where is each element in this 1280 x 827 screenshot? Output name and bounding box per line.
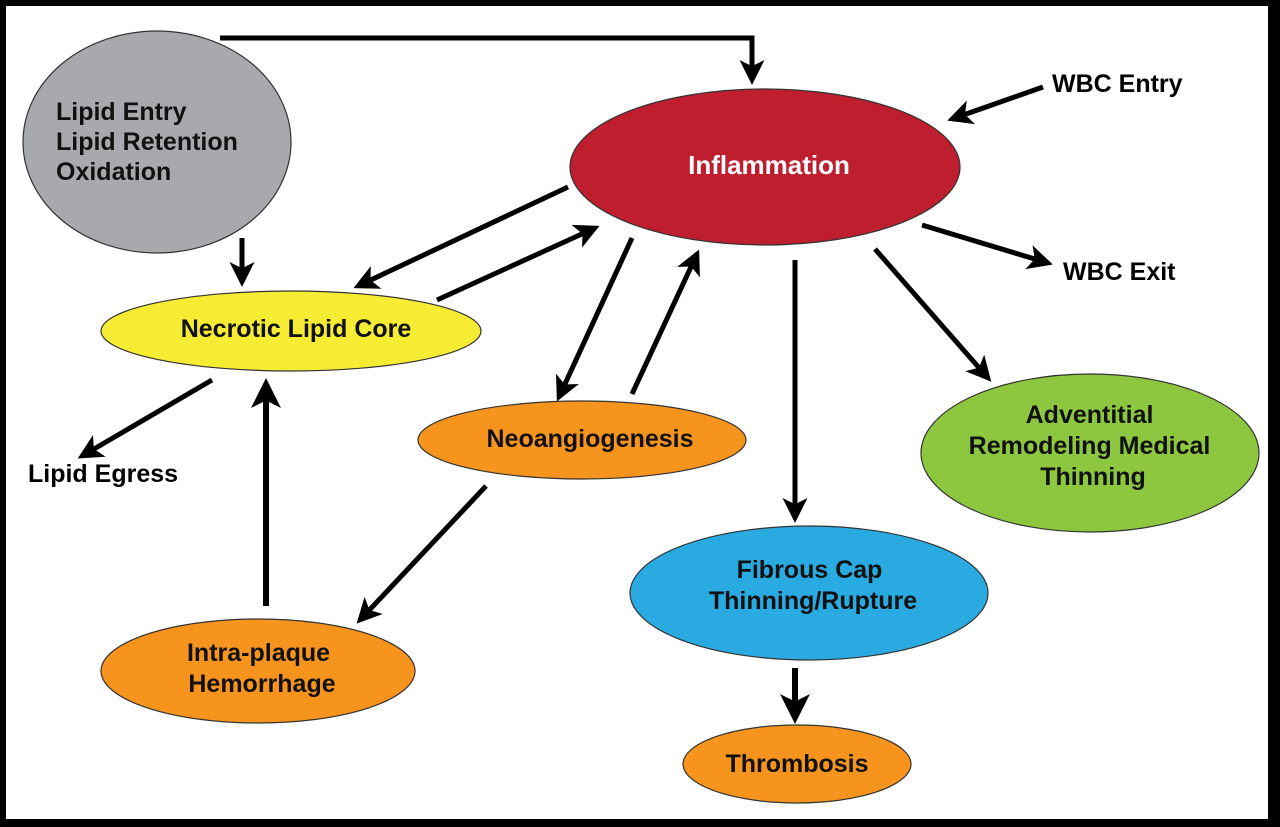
- node-intraplaque-line-1: Intra-plaque: [187, 639, 330, 667]
- node-neoangiogenesis-label: Neoangiogenesis: [487, 425, 694, 453]
- node-lipid-entry: Lipid Entry Lipid Retention Oxidation: [22, 30, 292, 254]
- label-wbc-entry: WBC Entry: [1052, 70, 1183, 98]
- arrow-neoangiogenesis-to-inflammation: [629, 249, 700, 396]
- node-fibrous-cap-shape: [629, 525, 989, 661]
- node-adventitial-line-3: Thinning: [1040, 463, 1146, 491]
- arrow-necrotic-core-to-lipid-egress: [77, 377, 214, 459]
- svg-text:Lipid Entry Lipid Rete: Lipid Entry Lipid Retention Oxidation: [56, 98, 245, 186]
- node-adventitial-remodeling: Adventitial Remodeling Medical Thinning: [920, 373, 1260, 533]
- arrow-neoangiogenesis-to-intraplaque: [356, 484, 488, 624]
- node-fibrous-cap-line-1: Fibrous Cap: [737, 556, 883, 584]
- node-inflammation-label: Inflammation: [688, 150, 850, 180]
- node-intraplaque-hemorrhage: Intra-plaque Hemorrhage: [100, 618, 416, 724]
- node-lipid-entry-line-1: Lipid Entry: [56, 98, 187, 126]
- node-fibrous-cap: Fibrous Cap Thinning/Rupture: [629, 525, 989, 661]
- node-lipid-entry-shape: [22, 30, 292, 254]
- node-thrombosis: Thrombosis: [682, 724, 912, 804]
- arrow-lipid-to-inflammation: [220, 35, 765, 85]
- node-adventitial-line-1: Adventitial: [1026, 401, 1154, 429]
- node-inflammation: Inflammation: [569, 88, 961, 246]
- node-thrombosis-shape: [682, 724, 912, 804]
- arrow-wbc-exit: [921, 222, 1053, 270]
- arrow-inflammation-to-necrotic-core: [353, 184, 570, 289]
- arrow-necrotic-core-to-inflammation: [435, 224, 600, 303]
- node-inflammation-shape: [569, 88, 961, 246]
- node-necrotic-lipid-core: Necrotic Lipid Core: [100, 290, 482, 372]
- node-neoangiogenesis-shape: [417, 400, 747, 480]
- node-adventitial-remodeling-shape: [920, 373, 1260, 533]
- arrow-wbc-entry: [947, 84, 1044, 125]
- node-lipid-entry-line-3: Oxidation: [56, 158, 171, 186]
- node-necrotic-lipid-core-label: Necrotic Lipid Core: [181, 315, 412, 343]
- svg-text:Fibrous Cap Thinning/R: Fibrous Cap Thinning/Rupture: [709, 556, 917, 615]
- node-lipid-entry-line-2: Lipid Retention: [56, 128, 238, 156]
- svg-text:Intra-plaque Hemorrhag: Intra-plaque Hemorrhage: [187, 639, 337, 698]
- node-adventitial-line-2: Remodeling Medical: [969, 432, 1211, 460]
- node-necrotic-lipid-core-shape: [100, 290, 482, 372]
- arrow-inflammation-to-neoangiogenesis: [555, 236, 635, 402]
- arrow-inflammation-to-adventitial: [873, 247, 992, 382]
- node-neoangiogenesis: Neoangiogenesis: [417, 400, 747, 480]
- label-lipid-egress: Lipid Egress: [28, 460, 178, 488]
- node-thrombosis-label: Thrombosis: [725, 750, 868, 778]
- arrows: [77, 35, 1053, 724]
- node-fibrous-cap-line-2: Thinning/Rupture: [709, 587, 917, 615]
- label-wbc-exit: WBC Exit: [1063, 258, 1176, 286]
- svg-text:Adventitial Remodeling: Adventitial Remodeling Medical Thinning: [969, 401, 1218, 491]
- node-intraplaque-hemorrhage-shape: [100, 618, 416, 724]
- node-intraplaque-line-2: Hemorrhage: [188, 670, 335, 698]
